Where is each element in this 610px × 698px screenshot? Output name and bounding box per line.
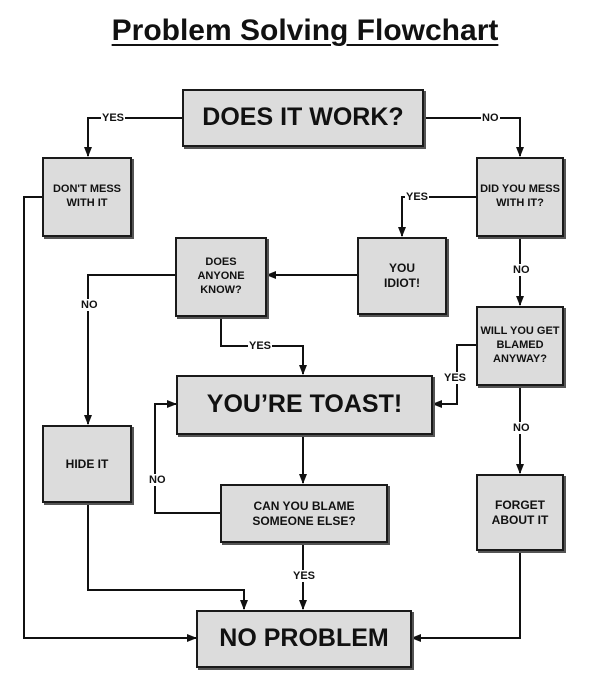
node-no-problem-text: NO PROBLEM (219, 624, 389, 653)
label-work-yes: YES (101, 112, 126, 124)
edge-dontmess-noproblem (23, 196, 197, 642)
label-blame-yes: YES (292, 570, 317, 582)
edge-work-yes (84, 117, 182, 157)
label-blamed-yes: YES (443, 372, 468, 384)
node-hide-it: HIDE IT (42, 425, 132, 503)
label-blame-no: NO (148, 474, 167, 486)
edge-mess-yes (398, 196, 476, 237)
edge-know-no (84, 274, 175, 425)
node-youre-toast-text: YOU’RE TOAST! (206, 390, 403, 419)
node-dont-mess-text: DON'T MESS WITH IT (52, 183, 121, 209)
node-does-it-work-text: DOES IT WORK? (202, 103, 404, 132)
node-blamed-anyway: WILL YOU GET BLAMED ANYWAY? (476, 306, 564, 386)
node-blame-someone: CAN YOU BLAME SOMEONE ELSE? (220, 484, 388, 543)
node-does-anyone-know: DOES ANYONE KNOW? (175, 237, 267, 317)
label-blamed-no: NO (512, 422, 531, 434)
label-know-yes: YES (248, 340, 273, 352)
node-does-it-work: DOES IT WORK? (182, 89, 424, 147)
edge-forget-noproblem (411, 551, 521, 642)
edge-hide-noproblem (87, 503, 248, 610)
node-dont-mess: DON'T MESS WITH IT (42, 157, 132, 237)
edge-work-no (424, 117, 524, 157)
node-blamed-anyway-text: WILL YOU GET BLAMED ANYWAY? (480, 325, 560, 365)
label-know-no: NO (80, 299, 99, 311)
edge-blame-no (154, 400, 220, 514)
label-mess-yes: YES (405, 191, 430, 203)
node-forget-it: FORGET ABOUT IT (476, 474, 564, 551)
node-blame-someone-text: CAN YOU BLAME SOMEONE ELSE? (252, 498, 356, 528)
label-mess-no: NO (512, 264, 531, 276)
node-hide-it-text: HIDE IT (65, 456, 109, 471)
node-did-you-mess: DID YOU MESS WITH IT? (476, 157, 564, 237)
node-no-problem: NO PROBLEM (196, 610, 412, 668)
page-title: Problem Solving Flowchart (111, 14, 499, 47)
node-you-idiot-text: YOU IDIOT! (384, 261, 420, 290)
node-does-anyone-know-text: DOES ANYONE KNOW? (197, 256, 245, 296)
node-you-idiot: YOU IDIOT! (357, 237, 447, 315)
node-youre-toast: YOU’RE TOAST! (176, 375, 433, 435)
node-forget-it-text: FORGET ABOUT IT (491, 497, 549, 527)
node-did-you-mess-text: DID YOU MESS WITH IT? (480, 183, 560, 209)
label-work-no: NO (481, 112, 500, 124)
